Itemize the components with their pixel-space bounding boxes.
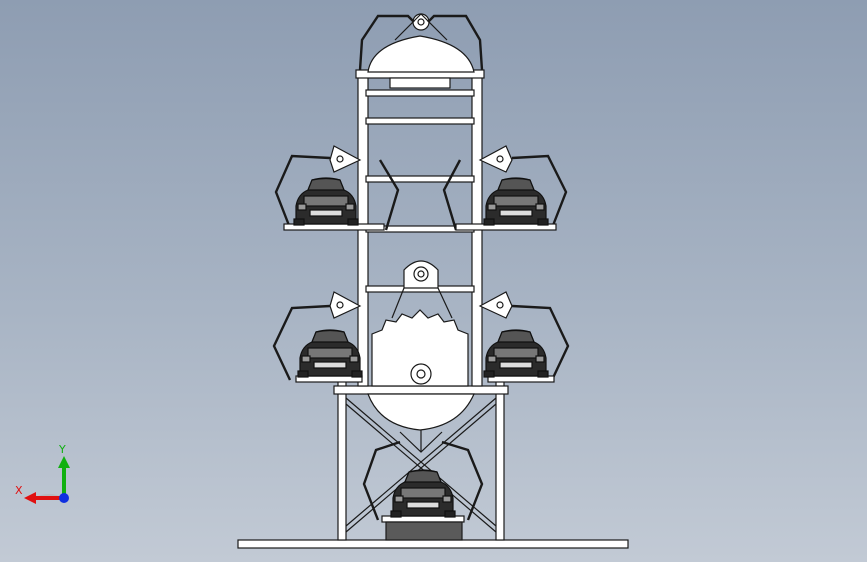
orientation-triad bbox=[10, 440, 80, 510]
y-axis-label: Y bbox=[59, 443, 66, 456]
right-lower-pivot-plate bbox=[478, 291, 513, 319]
right-support-leg bbox=[495, 377, 505, 541]
car-lower-right bbox=[483, 329, 549, 378]
car-bottom bbox=[390, 469, 456, 518]
right-upper-pivot-plate bbox=[478, 145, 513, 173]
drive-gear bbox=[371, 309, 469, 387]
x-axis-label: X bbox=[15, 484, 23, 497]
left-lower-pivot-plate bbox=[329, 291, 362, 319]
lower-crossbeam bbox=[333, 385, 509, 395]
ground-pit bbox=[385, 521, 463, 541]
car-lower-left bbox=[297, 329, 363, 378]
left-upper-pivot-plate bbox=[329, 145, 362, 173]
bottom-sprocket bbox=[367, 393, 475, 431]
top-sprocket bbox=[367, 35, 475, 73]
top-hanger bbox=[358, 14, 484, 71]
left-support-leg bbox=[337, 377, 347, 541]
car-upper-left bbox=[293, 177, 359, 226]
base-plate bbox=[237, 539, 629, 549]
axis-triad-icon bbox=[24, 456, 70, 504]
car-upper-right bbox=[483, 177, 549, 226]
